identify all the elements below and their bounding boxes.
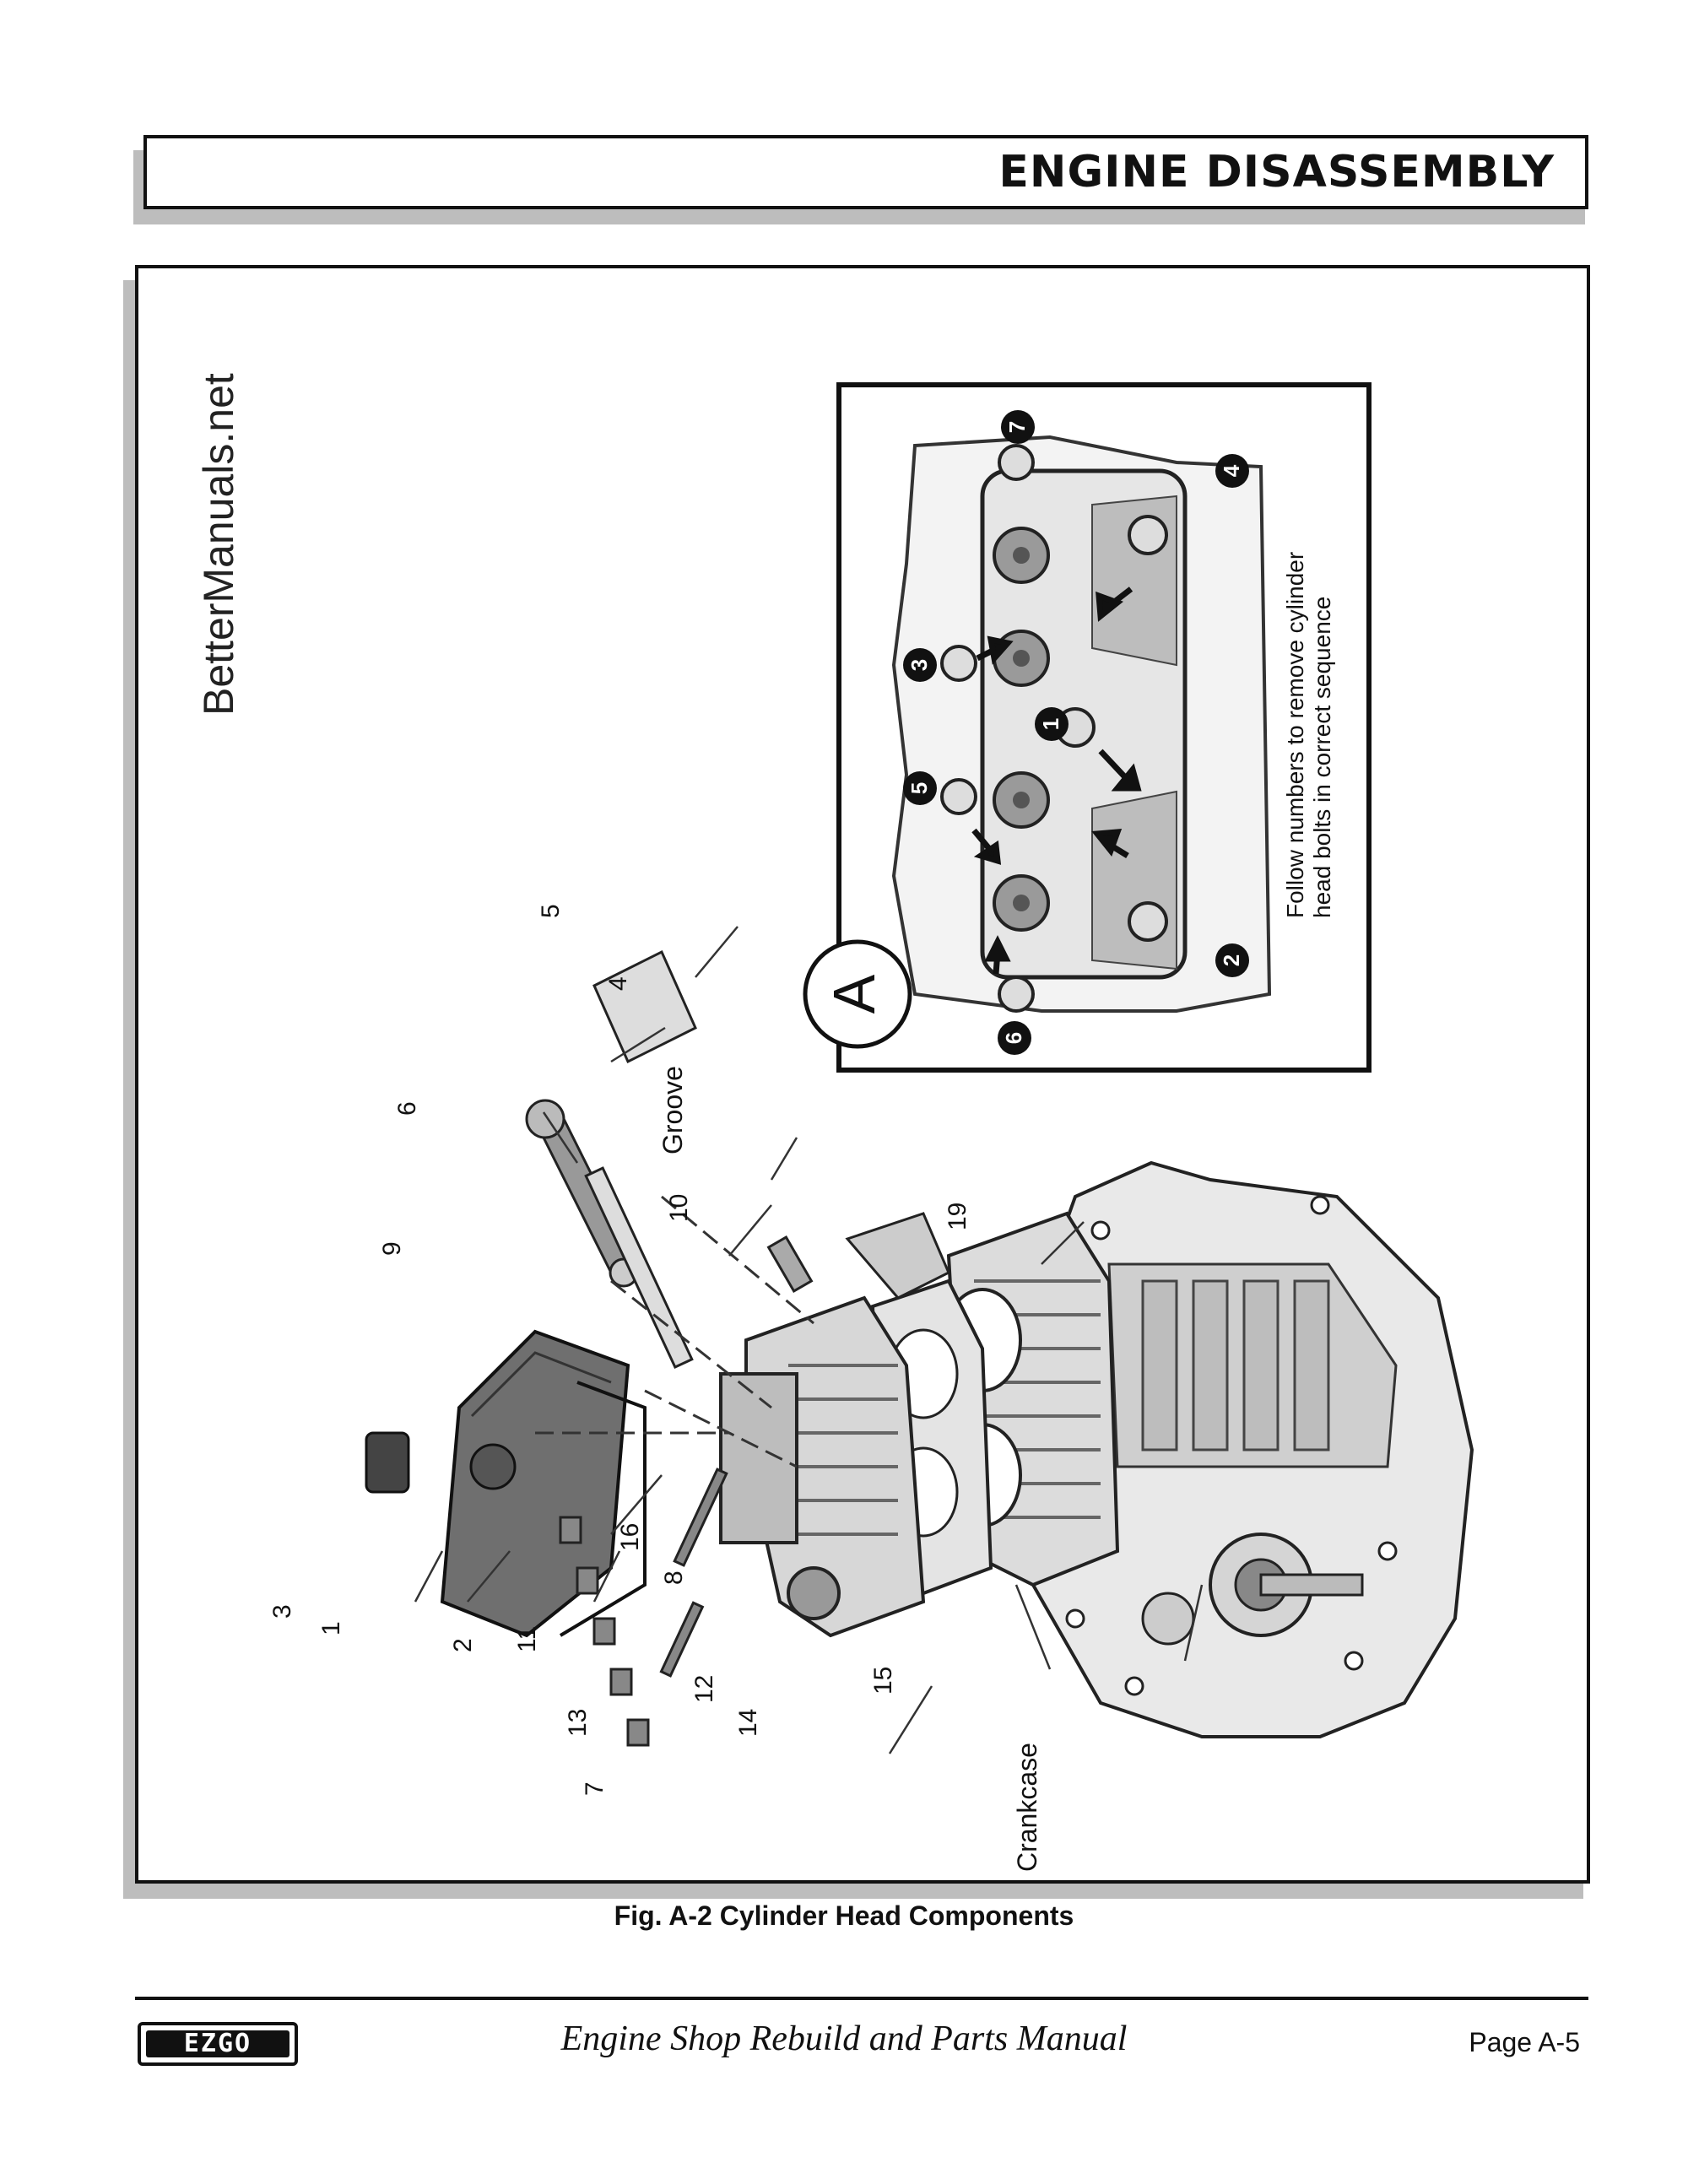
- callout-4: 4: [604, 976, 632, 991]
- footer-rule: [135, 1997, 1588, 2000]
- camshaft-illustration: [525, 949, 697, 1370]
- inset-letter: A: [821, 974, 887, 1014]
- section-header: ENGINE DISASSEMBLY: [143, 135, 1588, 209]
- callout-16: 16: [616, 1523, 644, 1551]
- callout-5: 5: [537, 904, 565, 918]
- callout-9: 9: [378, 1241, 406, 1256]
- figure-frame: BetterManuals.net: [135, 265, 1590, 1884]
- callout-6: 6: [393, 1101, 421, 1116]
- manual-title: Engine Shop Rebuild and Parts Manual: [560, 2019, 1128, 2058]
- cylinder-head-illustration: [719, 1212, 950, 1638]
- bolt-sequence-2: 2: [1219, 954, 1244, 966]
- bolt-sequence-7: 7: [1004, 421, 1030, 433]
- callout-12: 12: [690, 1675, 718, 1703]
- callout-10: 10: [665, 1194, 693, 1222]
- bolt-sequence-markers: 1 2 3 4 5 6 7: [903, 410, 1249, 1055]
- bolt-sequence-3: 3: [906, 659, 932, 671]
- figure-caption: Fig. A-2 Cylinder Head Components: [614, 1900, 1074, 1931]
- bolt-sequence-4: 4: [1219, 464, 1244, 477]
- section-title: ENGINE DISASSEMBLY: [998, 147, 1555, 197]
- inset-note-line1: Follow numbers to remove cylinder: [1282, 552, 1308, 918]
- bolt-sequence-6: 6: [1001, 1032, 1026, 1044]
- ezgo-logo: EZGO: [138, 2022, 298, 2066]
- callout-19: 19: [944, 1203, 971, 1230]
- watermark-text: BetterManuals.net: [195, 373, 242, 716]
- label-crankcase: Crankcase: [1012, 1743, 1042, 1872]
- ezgo-logo-text: EZGO: [146, 2030, 289, 2057]
- bolt-sequence-5: 5: [906, 782, 932, 794]
- callout-11: 11: [513, 1626, 541, 1652]
- bolt-sequence-1: 1: [1038, 718, 1063, 730]
- bolt-sequence-inset: 1 2 3 4 5 6 7 Follow numbers to remove c…: [836, 382, 1372, 1073]
- callout-1: 1: [317, 1621, 345, 1635]
- callout-14: 14: [734, 1709, 762, 1737]
- callout-8: 8: [660, 1570, 688, 1585]
- label-groove: Groove: [657, 1066, 688, 1154]
- callout-2: 2: [449, 1638, 477, 1652]
- callout-7: 7: [581, 1781, 609, 1796]
- page-number: Page A-5: [1469, 2027, 1580, 2057]
- valve-train-illustration: [559, 1468, 728, 1747]
- exploded-view-diagram: BetterManuals.net: [195, 373, 1474, 1872]
- callout-15: 15: [869, 1667, 897, 1695]
- callout-labels: 1 2 3 4 5 6 7 8 9 10 11 12 13 14 15 16 1…: [268, 904, 1042, 1872]
- crankcase-illustration: [1014, 1160, 1474, 1738]
- callout-13: 13: [564, 1709, 592, 1737]
- inset-note-line2: head bolts in correct sequence: [1309, 597, 1335, 918]
- callout-3: 3: [268, 1604, 296, 1619]
- valve-cover-illustration: [365, 1329, 647, 1638]
